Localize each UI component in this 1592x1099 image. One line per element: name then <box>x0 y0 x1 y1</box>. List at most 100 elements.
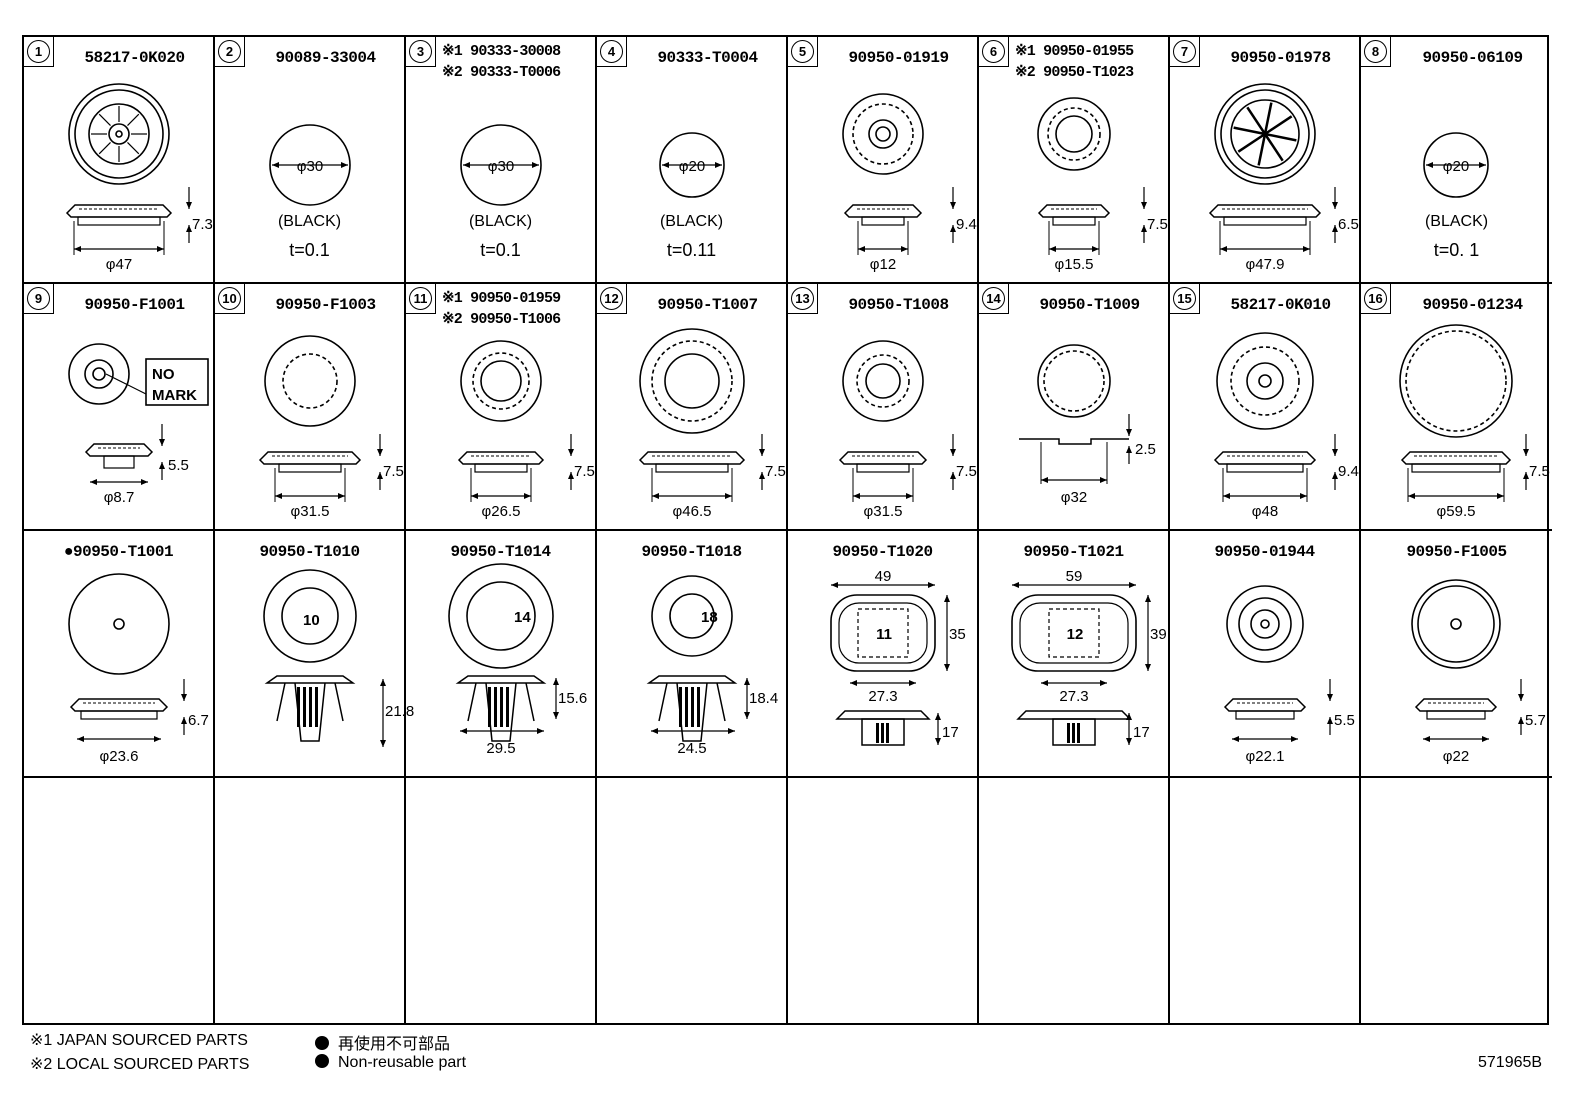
dimension-label: φ46.5 <box>673 503 712 520</box>
material-label: (BLACK) <box>277 213 342 230</box>
dimension-label: φ8.7 <box>104 489 135 506</box>
arrow-icon <box>950 225 956 232</box>
outline-circle <box>1258 374 1272 388</box>
arrow-icon <box>1327 717 1333 724</box>
arrow-icon <box>186 202 192 209</box>
leader-line <box>105 373 147 395</box>
flange-profile <box>84 443 154 457</box>
empty-cell <box>1170 778 1361 1025</box>
arrow-icon <box>1332 472 1338 479</box>
mold-mark: 11 <box>876 626 892 643</box>
outline-circle <box>466 581 536 651</box>
outline-circle <box>1220 89 1310 179</box>
item-number: 15 <box>1173 287 1196 310</box>
legend-note-local: ※2 LOCAL SOURCED PARTS <box>30 1056 250 1073</box>
section-profile <box>1019 438 1129 445</box>
part-number: 90950-06109 <box>1422 49 1523 67</box>
dimension-label: φ12 <box>870 256 896 273</box>
item-number-badge: 11 <box>406 284 436 314</box>
outline-circle <box>659 132 725 198</box>
arrow-icon <box>471 493 531 499</box>
flange-profile <box>1037 204 1111 218</box>
dimension-label: 6.5 <box>1338 216 1359 233</box>
arrow-icon <box>858 246 908 252</box>
part-number: 90950-01978 <box>1230 49 1331 67</box>
dimension-label: φ31.5 <box>291 503 330 520</box>
dimension-label: φ26.5 <box>482 503 521 520</box>
part-number: 90950-T1010 <box>259 543 360 561</box>
spoke-line <box>1246 106 1267 135</box>
part-number: 90950-01919 <box>848 49 949 67</box>
note-text: MARK <box>152 387 197 404</box>
arrow-icon <box>77 736 161 742</box>
arrow-icon <box>74 246 164 252</box>
outline-circle <box>74 89 164 179</box>
bullet-icon <box>315 1036 329 1050</box>
part-number: 58217-0K020 <box>84 49 185 67</box>
collar-profile <box>1411 463 1501 473</box>
mold-mark: 12 <box>1067 626 1084 643</box>
arrow-icon <box>553 678 559 719</box>
outline-circle <box>92 367 106 381</box>
arrow-icon <box>1049 246 1099 252</box>
flange-profile <box>1208 204 1322 218</box>
part-number: 90950-T1021 <box>1023 543 1124 561</box>
dimension-label: φ22.1 <box>1246 748 1285 765</box>
arrow-icon <box>1408 493 1504 499</box>
arrow-icon <box>662 162 722 168</box>
spoke-line <box>1263 102 1273 135</box>
dimension-label: 49 <box>875 568 892 585</box>
thickness-label: t=0. 1 <box>1433 240 1480 260</box>
arrow-icon <box>853 493 913 499</box>
empty-cell <box>979 778 1170 1025</box>
dimension-label: 27.3 <box>1059 688 1088 705</box>
flange-profile <box>65 204 173 218</box>
material-label: (BLACK) <box>1424 213 1489 230</box>
part-number: 90950-01944 <box>1214 543 1315 561</box>
empty-cell <box>215 778 406 1025</box>
outline-circle <box>875 126 891 142</box>
dimension-label: 59 <box>1066 568 1083 585</box>
outline-circle <box>1037 344 1111 418</box>
arrow-icon <box>1223 493 1307 499</box>
arrow-icon <box>377 472 383 479</box>
dimension-label: 24.5 <box>677 740 706 757</box>
note-box <box>145 358 209 406</box>
item-number-badge: 9 <box>24 284 54 314</box>
outline-circle <box>1260 619 1270 629</box>
outline-circle <box>639 328 745 434</box>
arrow-icon <box>568 472 574 479</box>
clip-rib <box>679 687 682 727</box>
spoke-line <box>1257 133 1267 166</box>
clip-rib <box>303 687 306 727</box>
outline-circle <box>282 353 338 409</box>
mold-mark: 10 <box>303 612 320 629</box>
dimension-label: 5.5 <box>1334 712 1355 729</box>
item-number-badge: 12 <box>597 284 627 314</box>
clip-body <box>1052 718 1096 746</box>
item-number: 13 <box>791 287 814 310</box>
outline-circle <box>269 124 351 206</box>
arrow-icon <box>759 449 765 456</box>
collar-profile <box>80 710 158 720</box>
arrow-icon <box>1012 582 1136 588</box>
arrow-icon <box>1041 477 1107 483</box>
part-number-japan: ※1 90950-01959 <box>442 290 561 307</box>
clip-rib <box>297 687 300 727</box>
item-number: 11 <box>409 287 432 310</box>
item-number: 1 <box>27 40 50 63</box>
mold-mark: 18 <box>701 609 718 626</box>
material-label: (BLACK) <box>659 213 724 230</box>
clip-rib <box>685 687 688 727</box>
